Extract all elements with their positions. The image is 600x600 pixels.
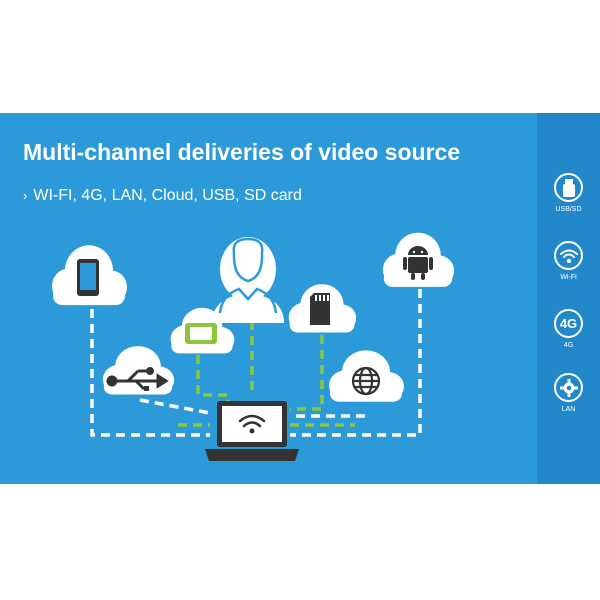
tablet-icon xyxy=(185,323,217,344)
sidebar-item-label: Wi-Fi xyxy=(560,274,577,281)
white-links xyxy=(90,289,422,437)
laptop-base xyxy=(205,449,299,461)
subtitle-text: WI-FI, 4G, LAN, Cloud, USB, SD card xyxy=(33,187,302,204)
4g-icon: 4G xyxy=(554,309,583,338)
wifi-icon xyxy=(238,414,266,428)
sidebar-item-lan[interactable]: LAN xyxy=(537,373,600,413)
sidebar-item-4g[interactable]: 4G 4G xyxy=(537,309,600,349)
globe-icon xyxy=(351,366,381,396)
sidebar: USB/SD Wi-Fi 4G 4G xyxy=(537,113,600,484)
android-cloud xyxy=(382,232,455,287)
link-sd xyxy=(290,335,324,411)
delivery-diagram xyxy=(52,232,455,461)
banner: Multi-channel deliveries of video source… xyxy=(0,113,600,484)
user-group xyxy=(212,237,284,323)
link-phone xyxy=(90,309,210,437)
tablet-cloud xyxy=(170,307,235,354)
wifi-icon xyxy=(554,241,583,270)
android-icon xyxy=(403,246,433,280)
page-title: Multi-channel deliveries of video source xyxy=(23,139,461,165)
sidebar-item-wifi[interactable]: Wi-Fi xyxy=(537,241,600,281)
phone-cloud xyxy=(52,245,127,306)
sidebar-item-label: 4G xyxy=(563,342,574,349)
chevron-right-icon: › xyxy=(23,188,28,203)
sidebar-item-label: USB/SD xyxy=(555,206,582,213)
subtitle: › WI-FI, 4G, LAN, Cloud, USB, SD card xyxy=(23,187,302,205)
user-icon xyxy=(218,237,278,314)
usb-cloud xyxy=(102,346,175,395)
sd-cloud xyxy=(288,284,357,333)
link-android xyxy=(290,289,422,437)
link-tablet xyxy=(196,355,230,405)
green-links xyxy=(178,321,355,427)
sd-card-icon xyxy=(310,293,330,325)
globe-cloud xyxy=(329,350,404,402)
usb-icon xyxy=(106,367,169,391)
link-usb xyxy=(139,398,211,415)
laptop xyxy=(205,401,299,461)
sidebar-item-usb-sd[interactable]: USB/SD xyxy=(537,173,600,213)
usb-stick-icon xyxy=(554,173,583,202)
gear-icon xyxy=(554,373,583,402)
sidebar-item-label: LAN xyxy=(561,406,576,413)
